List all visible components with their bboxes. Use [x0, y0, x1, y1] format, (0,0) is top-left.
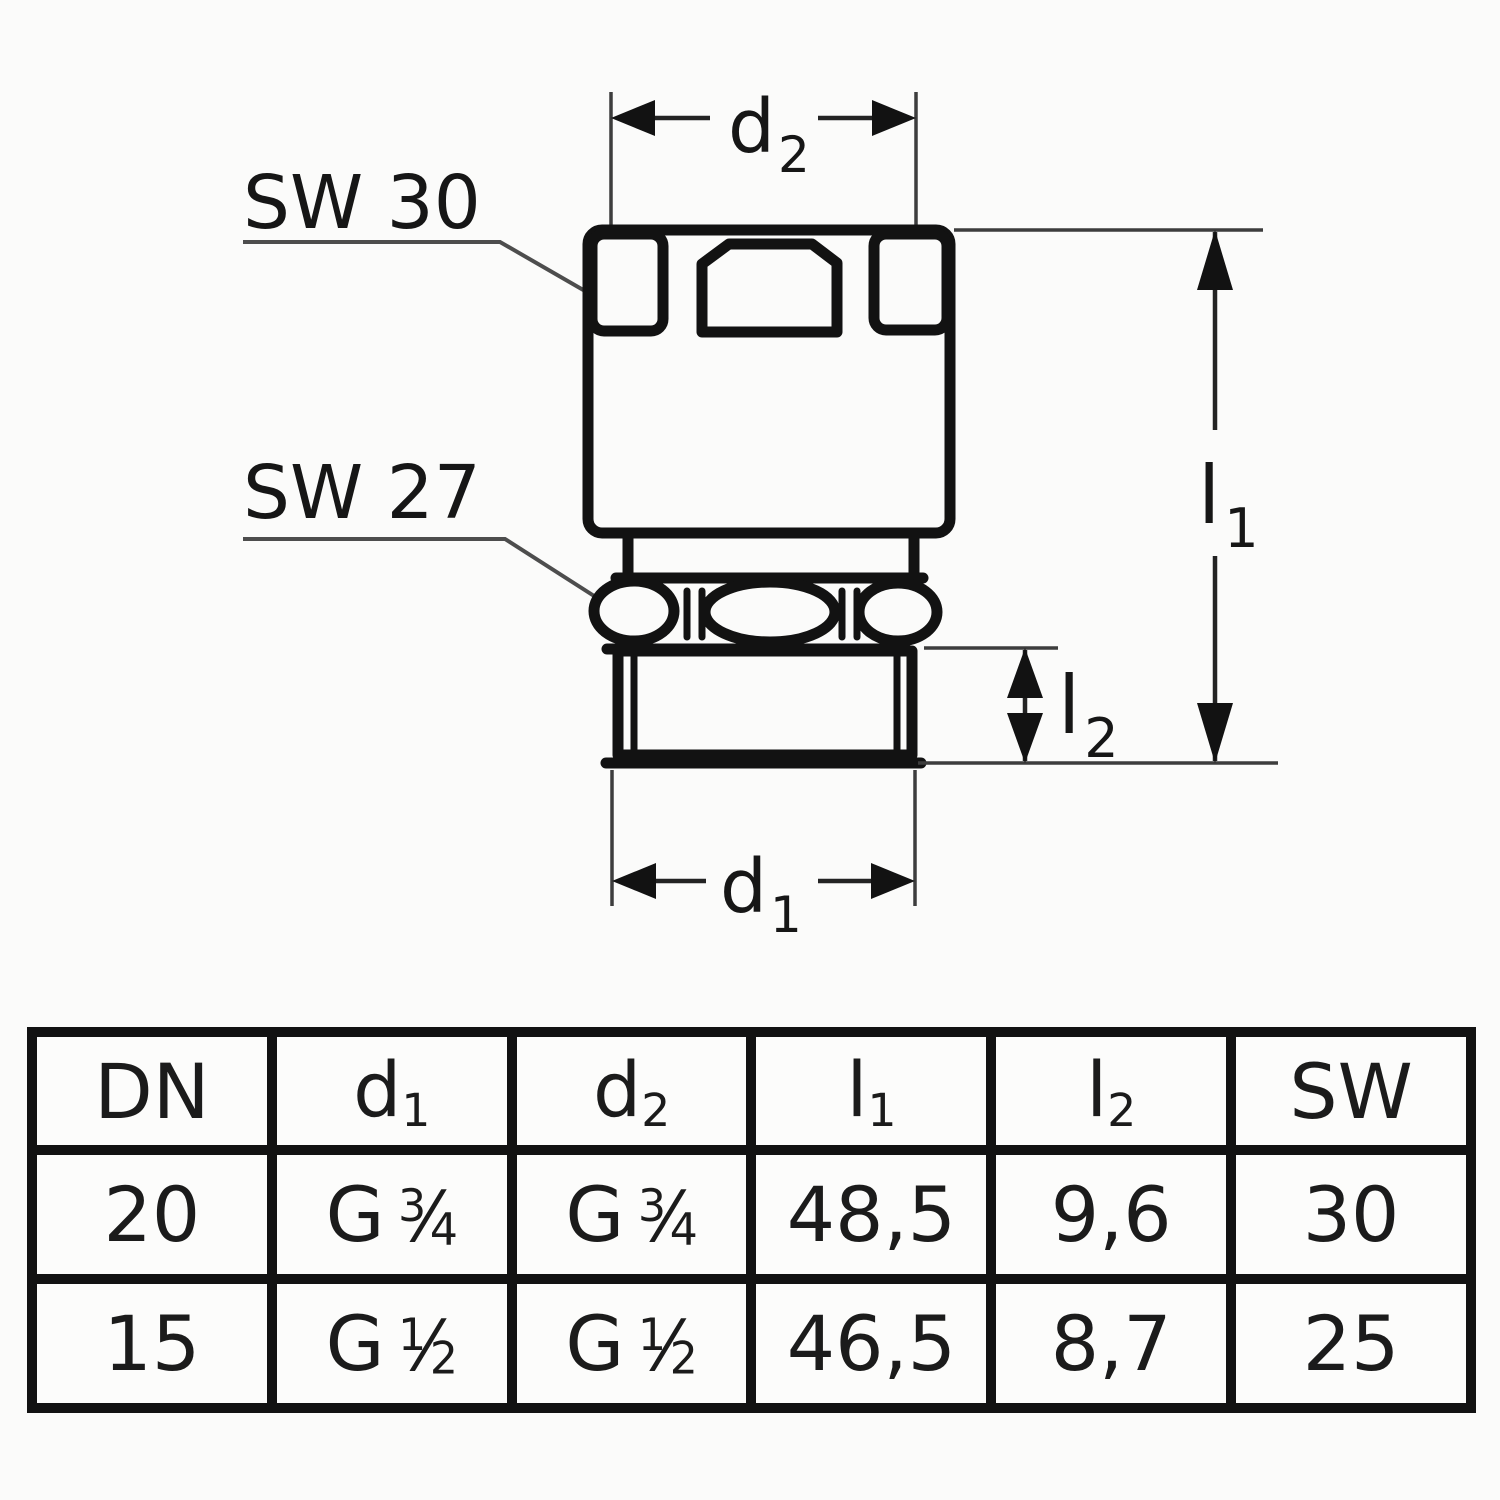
hex-lobe-left — [588, 575, 680, 647]
hex-lobe-right — [853, 577, 943, 647]
arrow-left-icon — [612, 863, 656, 899]
label-l1: l1 — [1198, 449, 1259, 560]
dimension-d2: d2 — [609, 84, 918, 226]
arrow-left-icon — [611, 100, 655, 136]
nut-castellation-right — [868, 228, 953, 336]
table-cell-value: 46,5 — [746, 1274, 997, 1413]
fitting-diagram: d2 SW 30 SW 27 — [243, 84, 1278, 944]
arrow-right-icon — [872, 100, 916, 136]
hex-sw27 — [588, 572, 943, 655]
table-header-cell: d1 — [266, 1027, 517, 1155]
table-cell-value: 20 — [27, 1145, 277, 1284]
label-sw30-group: SW 30 — [243, 160, 619, 312]
label-sw27-group: SW 27 — [243, 450, 618, 612]
nut-body — [582, 224, 956, 539]
table-header-cell: SW — [1226, 1027, 1476, 1155]
arrow-down-icon — [1197, 703, 1233, 763]
label-d2: d2 — [728, 84, 810, 184]
table-header-cell: l2 — [986, 1027, 1237, 1155]
arrow-up-icon — [1197, 230, 1233, 290]
table-cell-value: 48,5 — [746, 1145, 997, 1284]
table-cell-value: 15 — [27, 1274, 277, 1413]
table-cell-value: 9,6 — [986, 1145, 1237, 1284]
nut-castellation-middle — [696, 238, 843, 338]
label-l2: l2 — [1058, 659, 1119, 770]
label-sw30: SW 30 — [243, 160, 481, 246]
table-header-cell: l1 — [746, 1027, 997, 1155]
label-sw27: SW 27 — [243, 450, 481, 536]
leader-line-sw27 — [243, 537, 618, 612]
leader-line-sw30 — [243, 240, 619, 312]
nut-castellation-left — [586, 228, 669, 337]
dimension-d1: d1 — [610, 770, 917, 944]
hex-lobe-middle — [699, 576, 841, 648]
table-cell-value: 25 — [1226, 1274, 1476, 1413]
dimension-l1: l1 — [918, 228, 1278, 765]
arrow-up-icon — [1007, 648, 1043, 698]
union-nut — [582, 224, 956, 539]
arrow-right-icon — [871, 863, 915, 899]
male-thread — [600, 645, 927, 769]
table-header-cell: d2 — [506, 1027, 757, 1155]
neck — [622, 532, 920, 584]
dimension-l2: l2 — [924, 646, 1119, 770]
thread-body — [612, 645, 918, 761]
arrow-down-icon — [1007, 713, 1043, 763]
label-d1: d1 — [720, 844, 802, 944]
table-cell-value: 30 — [1226, 1145, 1476, 1284]
table-header-cell: DN — [27, 1027, 277, 1155]
table-cell-value: 8,7 — [986, 1274, 1237, 1413]
